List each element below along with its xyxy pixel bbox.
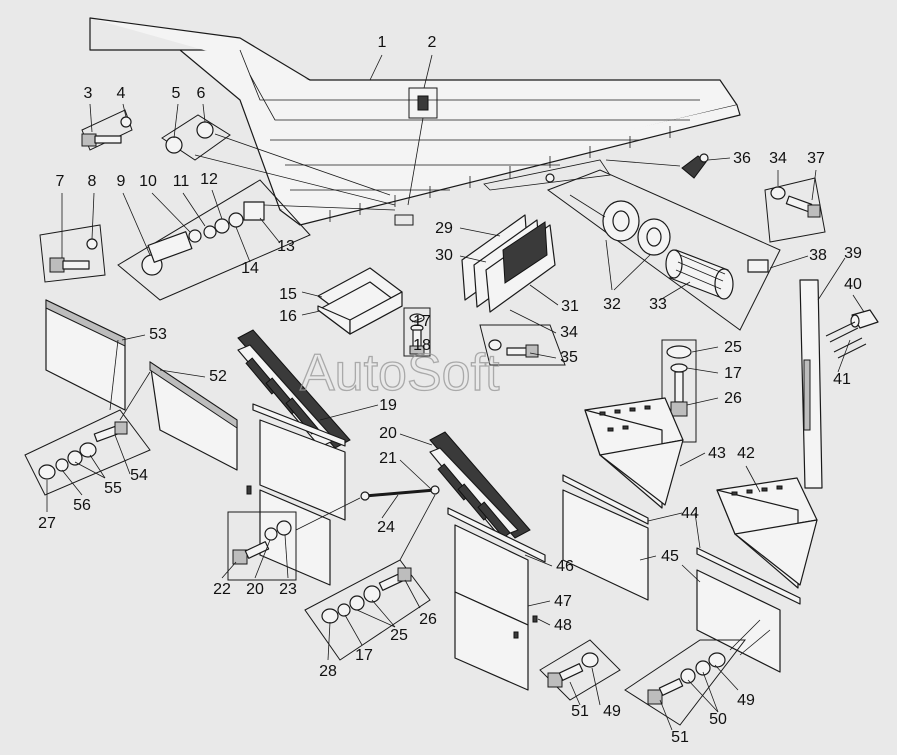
callout-49: 49 bbox=[737, 692, 755, 709]
callout-13: 13 bbox=[277, 238, 295, 255]
watermark-text: AutoSoft bbox=[300, 344, 500, 402]
grease-fitting-2 bbox=[394, 87, 438, 226]
mud-flap-53 bbox=[45, 299, 126, 411]
bolt-kit-22-23 bbox=[227, 497, 361, 581]
callout-49: 49 bbox=[603, 703, 621, 720]
pads-15-16 bbox=[317, 267, 431, 357]
strip-44 bbox=[562, 474, 801, 605]
callout-20: 20 bbox=[246, 581, 264, 598]
frame-rail bbox=[89, 17, 741, 226]
callout-33: 33 bbox=[649, 296, 667, 313]
callout-53: 53 bbox=[149, 326, 167, 343]
callout-25: 25 bbox=[724, 339, 742, 356]
callout-30: 30 bbox=[435, 247, 453, 264]
callout-17: 17 bbox=[355, 647, 373, 664]
callout-26: 26 bbox=[724, 390, 742, 407]
callout-9: 9 bbox=[117, 173, 126, 190]
bolt-kit-54-27 bbox=[24, 409, 151, 496]
callout-41: 41 bbox=[833, 371, 851, 388]
callout-37: 37 bbox=[807, 150, 825, 167]
callout-36: 36 bbox=[733, 150, 751, 167]
callout-51: 51 bbox=[571, 703, 589, 720]
callout-17: 17 bbox=[413, 313, 431, 330]
bolt-stack-25-26 bbox=[661, 339, 697, 443]
grease-fitting-36 bbox=[605, 153, 709, 179]
callout-18: 18 bbox=[413, 337, 431, 354]
callout-17: 17 bbox=[724, 365, 742, 382]
mud-flap-52 bbox=[149, 361, 238, 471]
callout-42: 42 bbox=[737, 445, 755, 462]
callout-39: 39 bbox=[844, 245, 862, 262]
callout-8: 8 bbox=[88, 173, 97, 190]
callout-2: 2 bbox=[428, 34, 437, 51]
bolt-kit-3-6 bbox=[81, 109, 396, 206]
callout-47: 47 bbox=[554, 593, 572, 610]
callout-12: 12 bbox=[200, 171, 218, 188]
bracket-42 bbox=[716, 477, 818, 589]
callout-3: 3 bbox=[84, 85, 93, 102]
callout-56: 56 bbox=[73, 497, 91, 514]
callout-29: 29 bbox=[435, 220, 453, 237]
bolt-34-37 bbox=[764, 177, 826, 243]
callout-34: 34 bbox=[560, 324, 578, 341]
callout-32: 32 bbox=[603, 296, 621, 313]
callout-14: 14 bbox=[241, 260, 259, 277]
callout-31: 31 bbox=[561, 298, 579, 315]
mud-flap-45 bbox=[562, 489, 781, 673]
bolt-kit-51-49-center bbox=[539, 639, 621, 701]
callout-22: 22 bbox=[213, 581, 231, 598]
callout-44: 44 bbox=[681, 505, 699, 522]
grid-bracket-19 bbox=[237, 329, 351, 586]
callout-24: 24 bbox=[377, 519, 395, 536]
bracket-43 bbox=[584, 397, 684, 509]
callout-45: 45 bbox=[661, 548, 679, 565]
callout-43: 43 bbox=[708, 445, 726, 462]
callout-26: 26 bbox=[419, 611, 437, 628]
plates-29-31 bbox=[461, 214, 566, 366]
callout-15: 15 bbox=[279, 286, 297, 303]
callout-21: 21 bbox=[379, 450, 397, 467]
callout-48: 48 bbox=[554, 617, 572, 634]
callout-52: 52 bbox=[209, 368, 227, 385]
callout-19: 19 bbox=[379, 397, 397, 414]
callout-40: 40 bbox=[844, 276, 862, 293]
bolt-kit-51-50-49-right bbox=[624, 639, 747, 726]
callout-7: 7 bbox=[56, 173, 65, 190]
bushing-kit-32-33 bbox=[546, 169, 781, 331]
grid-bracket-20 bbox=[429, 431, 546, 691]
callout-25: 25 bbox=[390, 627, 408, 644]
callout-10: 10 bbox=[139, 173, 157, 190]
leader-lines bbox=[46, 54, 865, 731]
callout-55: 55 bbox=[104, 480, 122, 497]
callout-23: 23 bbox=[279, 581, 297, 598]
callout-51: 51 bbox=[671, 729, 689, 746]
callout-54: 54 bbox=[130, 467, 148, 484]
callout-27: 27 bbox=[38, 515, 56, 532]
callout-4: 4 bbox=[117, 85, 126, 102]
callout-5: 5 bbox=[172, 85, 181, 102]
callout-1: 1 bbox=[378, 34, 387, 51]
rod-24 bbox=[360, 485, 440, 501]
callout-35: 35 bbox=[560, 349, 578, 366]
callout-50: 50 bbox=[709, 711, 727, 728]
callout-20: 20 bbox=[379, 425, 397, 442]
callout-46: 46 bbox=[556, 558, 574, 575]
callout-34: 34 bbox=[769, 150, 787, 167]
callout-16: 16 bbox=[279, 308, 297, 325]
callout-11: 11 bbox=[173, 173, 190, 190]
callout-6: 6 bbox=[197, 85, 206, 102]
callout-28: 28 bbox=[319, 663, 337, 680]
callout-38: 38 bbox=[809, 247, 827, 264]
